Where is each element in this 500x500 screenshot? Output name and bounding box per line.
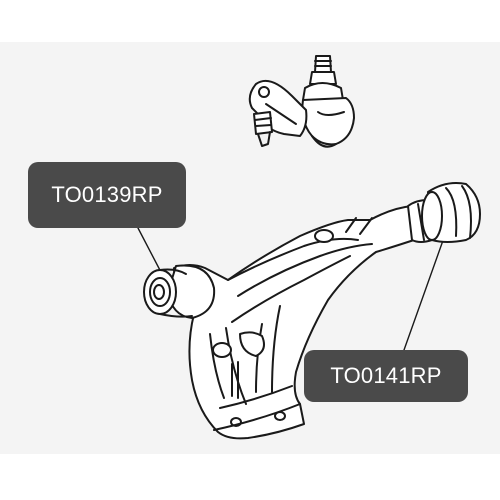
front-bushing xyxy=(143,264,216,319)
leader-line-right xyxy=(403,231,447,351)
part-label-front-bushing: TO0139RP xyxy=(28,162,186,228)
part-label-rear-bushing: TO0141RP xyxy=(304,350,468,402)
control-arm-body xyxy=(173,205,421,440)
rear-bushing xyxy=(407,182,481,243)
ball-joint xyxy=(248,55,355,148)
leader-line-left xyxy=(137,227,164,277)
